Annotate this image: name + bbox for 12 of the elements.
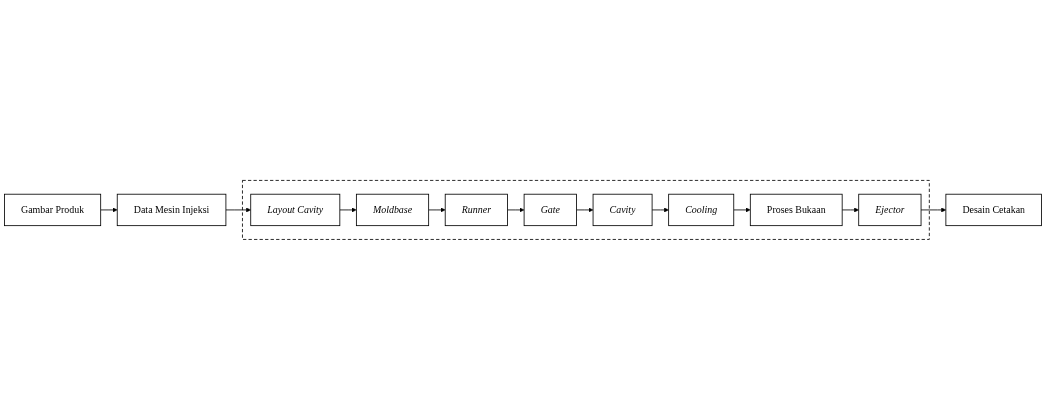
node-box: Cooling <box>668 193 735 226</box>
cluster <box>242 179 930 240</box>
node-box: Proses Bukaan <box>749 193 843 226</box>
node-box: Moldbase <box>355 193 430 226</box>
node-box: Gambar Produk <box>4 193 102 226</box>
node-box: Ejector <box>858 193 922 226</box>
node-box: Cavity <box>592 193 653 226</box>
node-box: Data Mesin Injeksi <box>116 193 227 226</box>
node-box: Gate <box>523 193 577 226</box>
node-box: Layout Cavity <box>250 193 341 226</box>
node-box: Desain Cetakan <box>945 193 1042 226</box>
node-box: Runner <box>444 193 508 226</box>
